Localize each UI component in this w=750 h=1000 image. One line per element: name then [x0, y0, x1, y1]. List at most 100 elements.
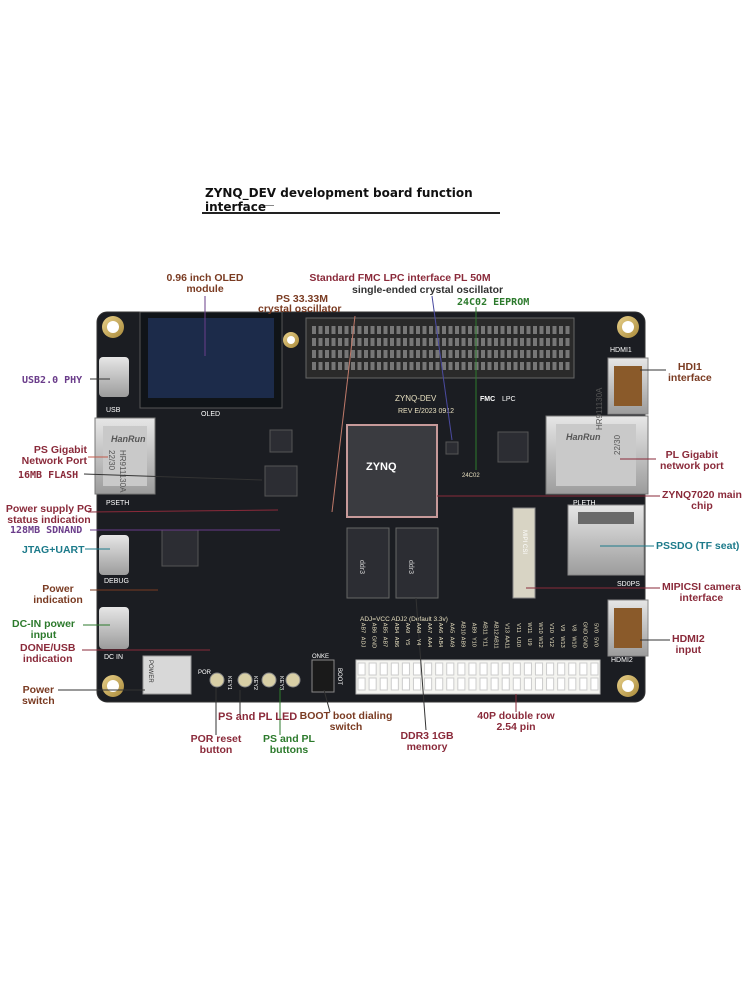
header-pin [390, 662, 399, 676]
fmc-pin [546, 326, 550, 334]
fmc-pin [422, 362, 427, 370]
fmc-pin [383, 326, 388, 334]
label-power-ind: Power indication [33, 583, 83, 606]
header-pin [468, 677, 477, 691]
fmc-pin [390, 326, 394, 334]
label-tf: PSSDO (TF seat) [656, 540, 740, 552]
fmc-pin [552, 326, 557, 334]
fmc-pin [357, 326, 362, 334]
fmc-pin [481, 350, 485, 358]
header-pin [435, 677, 444, 691]
fmc-pin [494, 338, 498, 346]
fmc-pin [520, 326, 524, 334]
oled-module [139, 311, 283, 409]
label-zynq: ZYNQ7020 main chip [662, 489, 742, 512]
fmc-pin [533, 326, 537, 334]
pin-label-top: AA8 [415, 623, 421, 633]
header-pin [457, 677, 466, 691]
fmc-pin [383, 350, 388, 358]
fmc-pin [318, 338, 323, 346]
header-pin [424, 677, 433, 691]
fmc-pin [318, 362, 323, 370]
fmc-pin [500, 338, 505, 346]
fmc-pin [435, 326, 440, 334]
pin-label-bottom: AB6 [393, 637, 399, 647]
header-pin [546, 662, 555, 676]
fmc-pin [351, 350, 355, 358]
header-pin [512, 662, 521, 676]
pin-label-top: AB11 [482, 621, 488, 634]
fmc-pin [429, 350, 433, 358]
fmc-pin [539, 338, 544, 346]
silk-eeprom: 24C02 [462, 473, 480, 479]
label-hdmi2: HDMI2 input [672, 633, 705, 656]
zynq-chip [346, 424, 438, 518]
fmc-pin [494, 362, 498, 370]
header-pin [379, 662, 388, 676]
fmc-pin [533, 338, 537, 346]
silk-sdps: SD0PS [617, 581, 640, 588]
fmc-pin [559, 350, 563, 358]
fmc-pin [435, 350, 440, 358]
pin-label-top: AB4 [393, 623, 399, 633]
fmc-pin [312, 350, 316, 358]
fmc-pin [351, 338, 355, 346]
silk-oled: OLED [201, 411, 220, 418]
fmc-pin [520, 338, 524, 346]
fmc-pin [370, 350, 375, 358]
fmc-pin [461, 326, 466, 334]
fmc-pin [429, 326, 433, 334]
pin-label-bottom: 5V0 [592, 637, 598, 647]
fmc-pin [559, 338, 563, 346]
fmc-pin [526, 326, 531, 334]
pin-label-top: 5V0 [592, 623, 598, 633]
header-pin [590, 677, 599, 691]
label-leds: PS and PL LED [218, 711, 298, 723]
fmc-pin [552, 362, 557, 370]
fmc-pin [422, 350, 427, 358]
pin-label-top: V9 [559, 625, 565, 632]
fmc-pin [442, 350, 446, 358]
fmc-pin [344, 350, 349, 358]
fmc-pin [416, 350, 420, 358]
pin-label-bottom: U10 [515, 637, 521, 647]
fmc-pin [429, 338, 433, 346]
header-pin [534, 677, 544, 691]
fmc-pin [526, 350, 531, 358]
fmc-pin [370, 326, 375, 334]
eth-phy-chip [269, 429, 293, 453]
header-pin [523, 677, 532, 691]
header-pin [390, 677, 399, 691]
fmc-pin [455, 362, 459, 370]
fmc-connector [305, 317, 575, 379]
header-pin [457, 662, 466, 676]
fmc-pin [331, 326, 336, 334]
fmc-pin [364, 350, 368, 358]
fmc-pin [513, 338, 518, 346]
silk-hdmi2: HDMI2 [611, 657, 633, 664]
header-pin [401, 662, 410, 676]
header-pin [590, 662, 599, 676]
pin-label-bottom: GND [371, 636, 377, 648]
fmc-pin [539, 326, 544, 334]
fmc-pin [513, 362, 518, 370]
fmc-pin [500, 362, 505, 370]
fmc-pin [357, 362, 362, 370]
label-boot: BOOT boot dialing switch [299, 710, 393, 733]
fmc-pin [513, 326, 518, 334]
fmc-pin [344, 338, 349, 346]
fmc-pin [565, 350, 570, 358]
silk-ddr1: ddr3 [358, 560, 365, 574]
header-pin [490, 662, 499, 676]
fmc-pin [442, 326, 446, 334]
pin-label-top: W11 [526, 623, 532, 634]
pin-label-bottom: Y5 [404, 639, 410, 646]
fmc-pin [539, 350, 544, 358]
fmc-pin [468, 350, 472, 358]
fmc-pin [539, 362, 544, 370]
header-pin [357, 662, 366, 676]
pin-label-top: AA5 [448, 623, 454, 633]
header-pin [568, 662, 577, 676]
ddr-chip-1 [346, 527, 390, 599]
fmc-pin [442, 362, 446, 370]
